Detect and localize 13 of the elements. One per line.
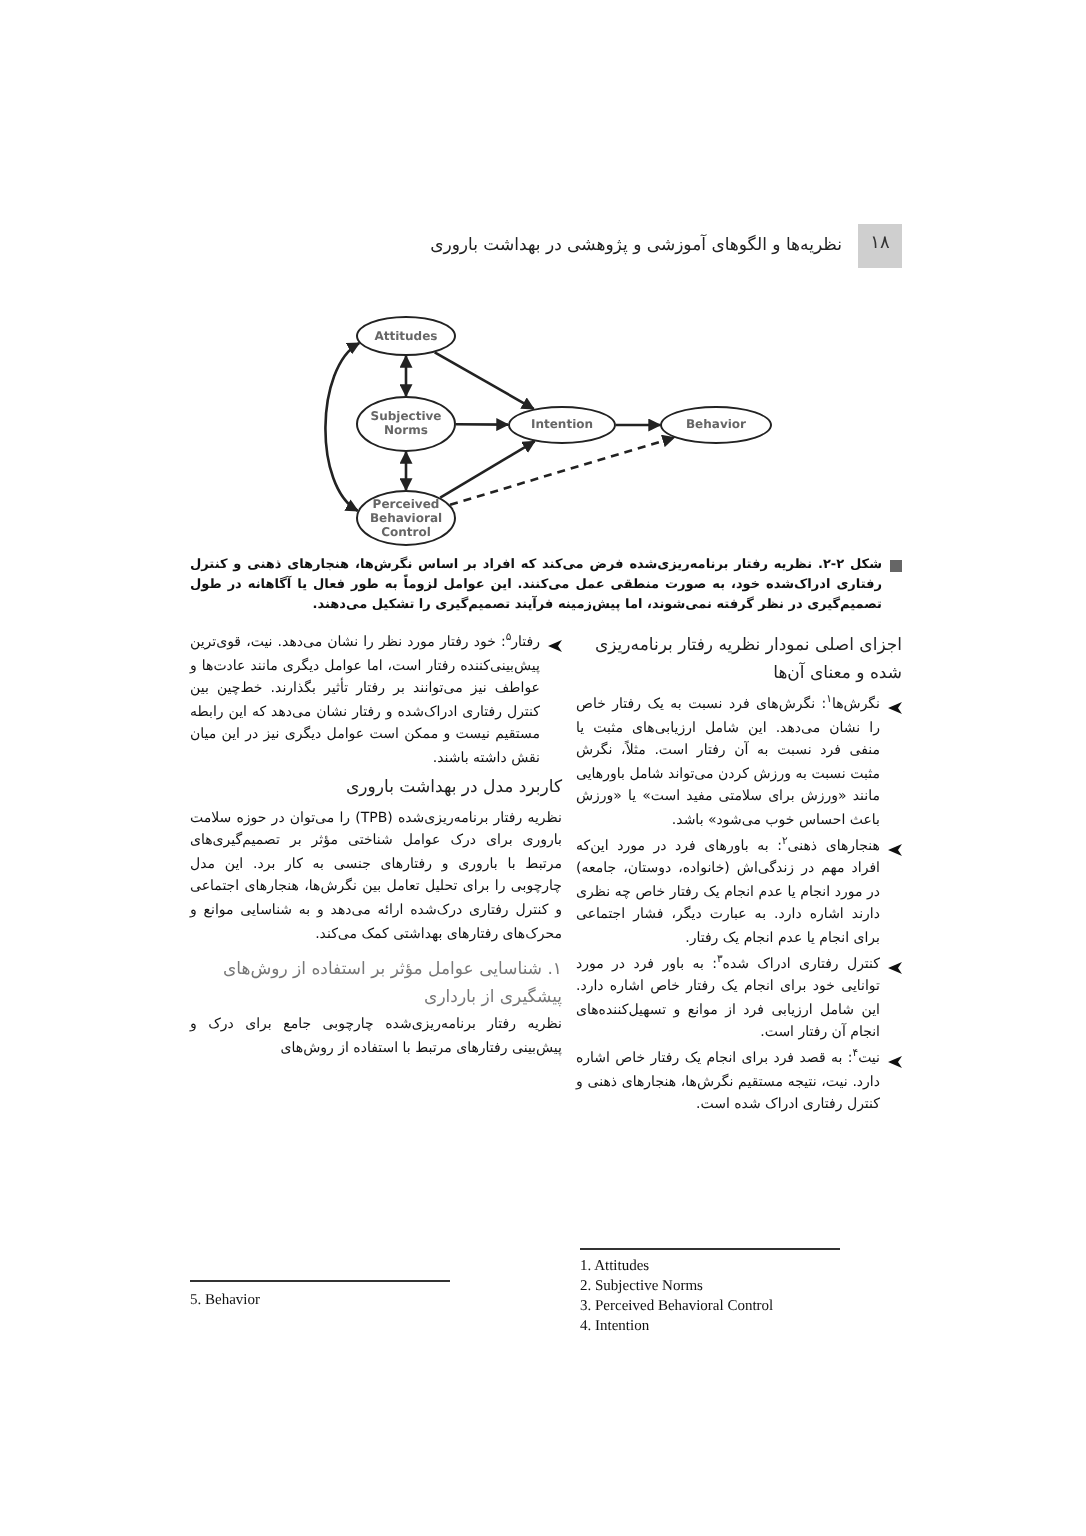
arrow: [616, 418, 662, 432]
subsection-heading: ۱. شناسایی عوامل مؤثر بر استفاده از روش‌های پیشگیری از بارداری: [221, 958, 562, 1013]
arrow: [449, 434, 676, 507]
page-number: ۱۸: [858, 224, 902, 268]
arrow: [456, 418, 510, 432]
running-header: نظریه‌ها و الگوهای آموزشی و پژوهشی در بهداشت باروری: [430, 234, 842, 260]
arrow: [434, 351, 535, 410]
section-heading: کاربرد مدل در بهداشت باروری: [344, 775, 562, 802]
arrow: [399, 450, 413, 492]
section-heading: اجزای اصلی نمودار نظریه رفتار برنامه‌ریزی شده و معنای آن‌ها: [592, 634, 902, 688]
arrow: [399, 354, 413, 398]
arrow: [439, 440, 536, 499]
arrow: [324, 342, 361, 512]
